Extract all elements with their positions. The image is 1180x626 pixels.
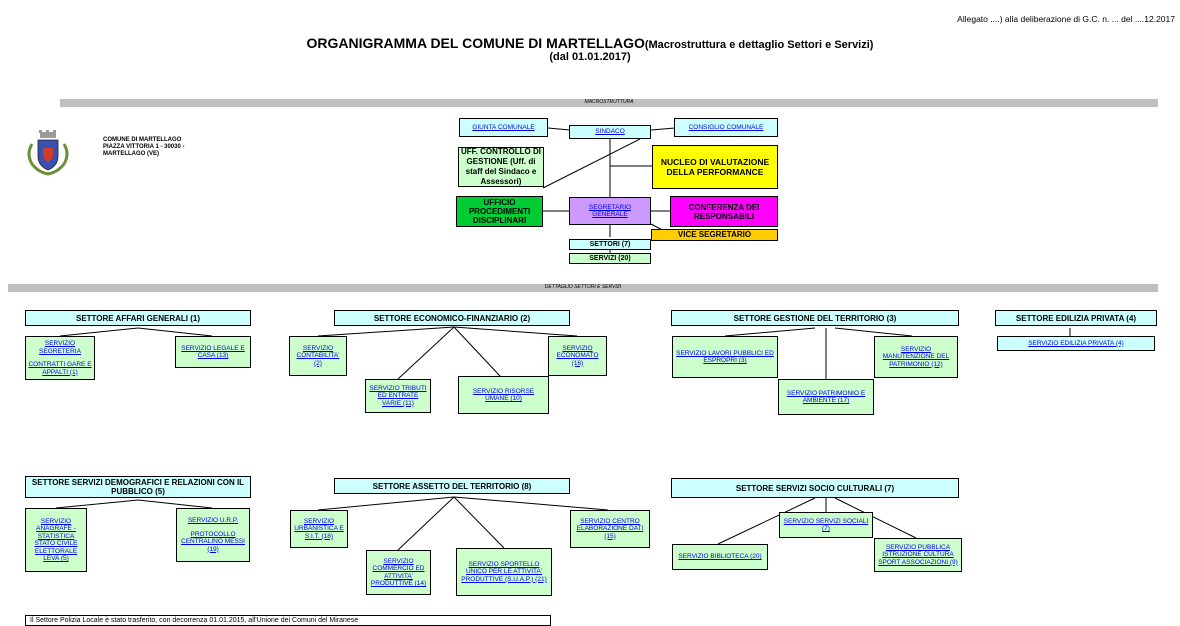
sector-servizi-socio-culturali: SETTORE SERVIZI SOCIO CULTURALI (7) (671, 478, 959, 498)
comune-city: MARTELLAGO (VE) (103, 151, 159, 157)
servizio-urbanistica-link[interactable]: SERVIZIO URBANISTICA E S.I.T. (18) (290, 510, 348, 548)
title-paren: (Macrostruttura e dettaglio Settori e Se… (644, 39, 874, 51)
band-dettaglio: DETTAGLIO SETTORI E SERVIZI (8, 284, 1158, 292)
servizio-contabilita-link[interactable]: SERVIZIO CONTABILITA' (2) (289, 336, 347, 376)
ufficio-procedimenti-box: UFFICIO PROCEDIMENTI DISCIPLINARI (456, 196, 543, 227)
servizio-commercio-link[interactable]: SERVIZIO COMMERCIO ED ATTIVITA' PRODUTTI… (366, 550, 431, 595)
annex-note: Allegato ....) alla deliberazione di G.C… (957, 14, 1175, 24)
servizio-risorse-umane-link[interactable]: SERVIZIO RISORSE UMANE (10) (458, 376, 549, 414)
comune-street: PIAZZA VITTORIA 1 - 30030 - (103, 144, 185, 150)
servizio-pubblica-istruzione-link[interactable]: SERVIZIO PUBBLICA ISTRUZIONE CULTURA SPO… (874, 538, 962, 572)
sector-affari-generali: SETTORE AFFARI GENERALI (1) (25, 310, 251, 326)
band-macrostruttura: MACROSTRUTTURA (60, 99, 1158, 107)
servizio-urp-box: SERVIZIO U.R.P. PROTOCOLLO CENTRALINO ME… (176, 508, 250, 562)
servizio-edilizia-privata-link[interactable]: SERVIZIO EDILIZIA PRIVATA (4) (997, 336, 1155, 351)
polizia-locale-note: Il Settore Polizia Locale è stato trasfe… (25, 615, 551, 626)
conferenza-responsabili-box: CONFERENZA DEI RESPONSABILI (670, 196, 778, 227)
servizio-segreteria-link[interactable]: SERVIZIO SEGRETERIA (39, 340, 81, 355)
servizio-economato-link[interactable]: SERVIZIO ECONOMATO (16) (548, 336, 607, 376)
sector-gestione-territorio: SETTORE GESTIONE DEL TERRITORIO (3) (671, 310, 959, 326)
servizio-manutenzione-link[interactable]: SERVIZIO MANUTENZIONE DEL PATRIMONIO (12… (874, 336, 958, 378)
servizio-sociali-link[interactable]: SERVIZIO SERVIZI SOCIALI (7) (779, 512, 873, 538)
sector-servizi-demografici: SETTORE SERVIZI DEMOGRAFICI E RELAZIONI … (25, 476, 251, 498)
servizio-legale-link[interactable]: SERVIZIO LEGALE E CASA (13) (175, 336, 251, 368)
sindaco-link[interactable]: SINDACO (569, 125, 651, 139)
vice-segretario-box: VICE SEGRETARIO (651, 229, 778, 241)
title-main: ORGANIGRAMMA DEL COMUNE DI MARTELLAGO (306, 35, 645, 51)
segretario-generale-link[interactable]: SEGRETARIO GENERALE (569, 197, 651, 225)
servizio-anagrafe-link[interactable]: SERVIZIO ANAGRAFE - STATISTICA (36, 517, 76, 540)
consiglio-comunale-link[interactable]: CONSIGLIO COMUNALE (674, 118, 778, 137)
servizio-centro-elaborazione-link[interactable]: SERVIZIO CENTRO ELABORAZIONE DATI (15) (570, 510, 650, 548)
sector-assetto-territorio: SETTORE ASSETTO DEL TERRITORIO (8) (334, 478, 570, 494)
uff-controllo-gestione-box: UFF. CONTROLLO DI GESTIONE (Uff. di staf… (458, 147, 544, 187)
servizio-biblioteca-link[interactable]: SERVIZIO BIBLIOTECA (20) (672, 544, 768, 570)
sector-edilizia-privata: SETTORE EDILIZIA PRIVATA (4) (995, 310, 1157, 326)
servizio-urp-link[interactable]: SERVIZIO U.R.P. (187, 517, 239, 524)
title-date: (dal 01.01.2017) (549, 51, 631, 63)
servizi-box: SERVIZI (20) (569, 253, 651, 264)
servizio-lavori-pubblici-link[interactable]: SERVIZIO LAVORI PUBBLICI ED ESPROPRI (3) (672, 336, 778, 378)
protocollo-link[interactable]: PROTOCOLLO CENTRALINO MESSI (19) (181, 530, 245, 553)
giunta-comunale-link[interactable]: GIUNTA COMUNALE (459, 118, 548, 137)
servizio-tributi-link[interactable]: SERVIZIO TRIBUTI ED ENTRATE VARIE (11) (365, 379, 431, 413)
page-title: ORGANIGRAMMA DEL COMUNE DI MARTELLAGO(Ma… (220, 35, 960, 51)
nucleo-valutazione-box: NUCLEO DI VALUTAZIONE DELLA PERFORMANCE (652, 145, 778, 189)
sector-economico-finanziario: SETTORE ECONOMICO-FINANZIARIO (2) (334, 310, 570, 326)
stato-civile-link[interactable]: STATO CIVILE (34, 540, 78, 547)
servizio-anagrafe-box: SERVIZIO ANAGRAFE - STATISTICA STATO CIV… (25, 508, 87, 572)
contratti-gare-link[interactable]: CONTRATTI GARE E APPALTI (1) (28, 361, 92, 376)
servizio-segreteria-box: SERVIZIO SEGRETERIA CONTRATTI GARE E APP… (25, 336, 95, 380)
comune-address: COMUNE DI MARTELLAGO PIAZZA VITTORIA 1 -… (103, 137, 243, 158)
comune-name: COMUNE DI MARTELLAGO (103, 137, 182, 143)
settori-box: SETTORI (7) (569, 239, 651, 250)
elettorale-leva-link[interactable]: ELETTORALE LEVA (5) (34, 547, 78, 563)
coat-of-arms-icon (22, 128, 74, 178)
servizio-patrimonio-ambiente-link[interactable]: SERVIZIO PATRIMONIO E AMBIENTE (17) (778, 379, 874, 415)
servizio-suap-link[interactable]: SERVIZIO SPORTELLO UNICO PER LE ATTIVITA… (456, 548, 552, 596)
